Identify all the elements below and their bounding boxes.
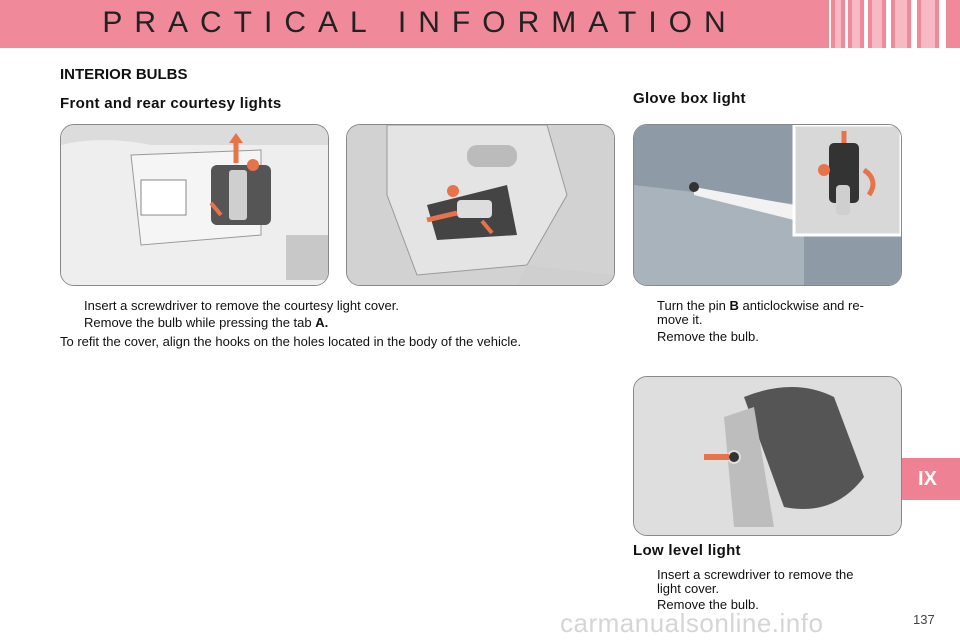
front-rear-heading: Front and rear courtesy lights: [60, 95, 282, 112]
glove-box-photo: [633, 124, 902, 286]
low-level-light-photo: [633, 376, 902, 536]
section-title: INTERIOR BULBS: [60, 66, 188, 83]
courtesy-light-photo-2: [346, 124, 615, 286]
page-header: PRACTICAL INFORMATION: [0, 0, 960, 48]
header-stripes: [829, 0, 946, 48]
courtesy-light-photo-1: [60, 124, 329, 286]
glove-box-heading: Glove box light: [633, 90, 746, 107]
page-title: PRACTICAL INFORMATION: [102, 6, 738, 39]
chapter-tab[interactable]: IX: [895, 458, 960, 500]
low-level-heading: Low level light: [633, 542, 741, 559]
page-number: 137: [913, 612, 935, 627]
watermark: carmanualsonline.info: [560, 608, 824, 638]
refit-instruction: To refit the cover, align the hooks on t…: [60, 334, 522, 349]
